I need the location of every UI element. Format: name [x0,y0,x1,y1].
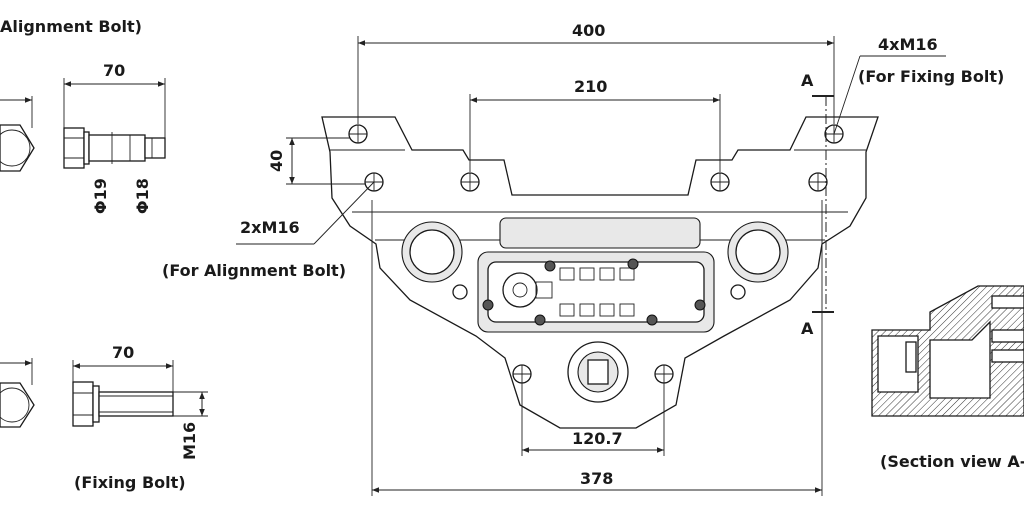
fixing-bolt-thread: M16 [180,422,199,460]
section-view-caption: (Section view A- [880,452,1024,471]
callout-4xm16: 4xM16 [878,35,938,54]
dimension-400: 400 [357,21,835,124]
dimension-120-7: 120.7 [521,383,665,456]
alignment-bolt-callout: 2xM16 (For Alignment Bolt) [162,181,375,280]
callout-for-alignment-bolt: (For Alignment Bolt) [162,261,346,280]
callout-for-fixing-bolt: (For Fixing Bolt) [858,67,1004,86]
dim-inner-width: 210 [574,77,607,96]
dim-height-40: 40 [267,150,286,172]
center-piston [502,272,538,308]
fixing-bolt-length: 70 [112,343,134,362]
callout-2xm16: 2xM16 [240,218,300,237]
dimension-378: 378 [371,200,823,496]
alignment-bolt-head-dia: Φ19 [91,178,110,214]
fixing-bolt-head [72,381,94,427]
section-cut-line: A A [801,71,834,338]
dim-bottom-inner: 120.7 [572,429,623,448]
alignment-bolt-view: Alignment Bolt) 70 Φ19 Φ18 [0,17,166,214]
housing-screws [452,258,746,326]
bottom-holes [512,364,674,384]
alignment-bolt-head [63,127,85,169]
alignment-bolt-hex-front [0,124,35,172]
dim-overall-width: 400 [572,21,605,40]
dimension-210: 210 [469,77,721,172]
dim-bottom-width: 378 [580,469,613,488]
alignment-bolt-title: Alignment Bolt) [0,17,142,36]
dimension-40: 40 [267,137,366,185]
section-view: (Section view A- [871,285,1024,471]
alignment-bolt-shank [88,134,146,162]
pad-retainer [499,217,701,249]
alignment-bolt-shank-dia: Φ18 [133,178,152,214]
fixing-bolt-view: 70 M16 (Fixing Bolt) [0,343,208,492]
fixing-bolt-caption: (Fixing Bolt) [74,473,186,492]
alignment-bolt-tip [144,137,166,159]
section-mark-top: A [801,71,814,90]
fixing-bolt-callout: 4xM16 (For Fixing Bolt) [833,35,1004,135]
caliper-main-view [321,116,879,429]
alignment-bolt-hex-circle [0,129,31,167]
alignment-bolt-length: 70 [103,61,125,80]
section-mark-bottom: A [801,319,814,338]
